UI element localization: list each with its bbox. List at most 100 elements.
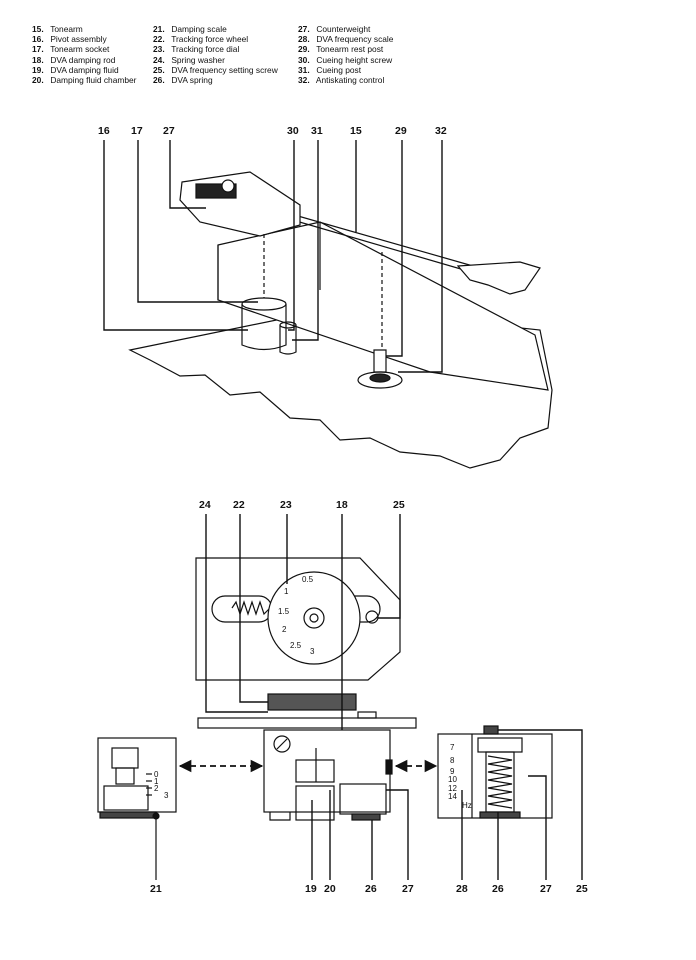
- legend-item: 29. Tonearm rest post: [298, 44, 393, 54]
- spring-washer: [197, 717, 417, 729]
- legend-number: 29.: [298, 44, 310, 55]
- dial-tick-label: 3: [310, 647, 315, 656]
- bottom-leader-lines: [311, 729, 583, 880]
- frequency-scale-label: 9: [450, 767, 455, 776]
- legend-label: Damping fluid chamber: [50, 75, 137, 86]
- top-leader-lines: [103, 140, 443, 373]
- legend-label: Cueing post: [316, 64, 362, 75]
- legend-item: 28. DVA frequency scale: [298, 34, 393, 44]
- legend-label: Cueing height screw: [316, 54, 393, 65]
- frequency-scale-label: 12: [448, 784, 457, 793]
- callout-28: 28: [456, 883, 468, 895]
- legend-label: DVA spring: [171, 75, 213, 86]
- headshell: [456, 261, 541, 295]
- dial-tick-label: 1: [284, 587, 289, 596]
- antiskating-control: [357, 371, 403, 389]
- callout-27: 27: [540, 883, 552, 895]
- callout-32: 32: [435, 125, 447, 137]
- legend-number: 24.: [153, 54, 165, 65]
- legend-label: Counterweight: [316, 24, 371, 34]
- legend-label: DVA frequency setting screw: [171, 64, 278, 75]
- legend-label: Pivot assembly: [50, 34, 107, 45]
- callout-29: 29: [395, 125, 407, 137]
- legend-item: 17. Tonearm socket: [32, 44, 136, 54]
- spring-zigzag: [231, 600, 271, 616]
- legend-column-1: 15. Tonearm 16. Pivot assembly 17. Tonea…: [32, 24, 136, 85]
- callout-25: 25: [576, 883, 588, 895]
- legend-label: Tracking force dial: [171, 44, 240, 55]
- tracking-force-view: [195, 557, 417, 729]
- legend-label: Tonearm socket: [50, 44, 110, 55]
- legend-label: Antiskating control: [315, 75, 385, 86]
- legend-item: 23. Tracking force dial: [153, 44, 278, 54]
- damping-scale-label: 1: [154, 777, 159, 786]
- legend-number: 30.: [298, 54, 310, 65]
- callout-22: 22: [233, 499, 245, 511]
- legend-label: Tracking force wheel: [171, 34, 249, 45]
- legend-number: 20.: [32, 75, 44, 86]
- damping-scale-label: 2: [154, 784, 159, 793]
- callout-15: 15: [350, 125, 362, 137]
- legend-item: 25. DVA frequency setting screw: [153, 65, 278, 75]
- legend-item: 30. Cueing height screw: [298, 55, 393, 65]
- callout-23: 23: [280, 499, 292, 511]
- frequency-scale-unit: [437, 725, 553, 819]
- legend-number: 25.: [153, 64, 165, 75]
- legend-number: 23.: [153, 44, 165, 55]
- legend-number: 27.: [298, 24, 310, 34]
- legend-column-3: 27. Counterweight 28. DVA frequency scal…: [298, 24, 393, 85]
- antiskating-knob: [369, 373, 391, 383]
- callout-31: 31: [311, 125, 323, 137]
- tonearm-assembly-view: [128, 171, 553, 469]
- legend-item: 21. Damping scale: [153, 24, 278, 34]
- callout-20: 20: [324, 883, 336, 895]
- damping-chamber: [241, 304, 287, 351]
- callout-25: 25: [393, 499, 405, 511]
- dial-tick-label: 0.5: [302, 575, 314, 584]
- dial-center: [303, 607, 325, 629]
- callout-26: 26: [492, 883, 504, 895]
- frequency-unit-label: Hz: [462, 801, 472, 810]
- legend-number: 15.: [32, 24, 44, 34]
- legend-item: 27. Counterweight: [298, 24, 393, 34]
- dial-hub: [309, 613, 319, 623]
- legend-number: 17.: [32, 44, 44, 55]
- dva-assembly: [263, 729, 393, 821]
- legend-label: Damping scale: [171, 24, 227, 34]
- legend-number: 26.: [153, 75, 165, 86]
- legend-item: 15. Tonearm: [32, 24, 136, 34]
- pivot-knob: [221, 179, 235, 193]
- frequency-scale-label: 8: [450, 756, 455, 765]
- dva-spring: [487, 755, 513, 809]
- legend-label: DVA damping fluid: [50, 64, 119, 75]
- legend-item: 26. DVA spring: [153, 75, 278, 85]
- callout-19: 19: [305, 883, 317, 895]
- legend-number: 32.: [298, 75, 310, 86]
- dial-tick-label: 2.5: [290, 641, 302, 650]
- callout-17: 17: [131, 125, 143, 137]
- legend-item: 18. DVA damping rod: [32, 55, 136, 65]
- legend-label: Tonearm rest post: [316, 44, 384, 55]
- frequency-scale-label: 7: [450, 743, 455, 752]
- legend-label: DVA damping rod: [50, 54, 116, 65]
- legend-label: Tonearm: [50, 24, 83, 34]
- legend-item: 19. DVA damping fluid: [32, 65, 136, 75]
- frequency-scale-label: 14: [448, 792, 457, 801]
- callout-30: 30: [287, 125, 299, 137]
- legend-label: Spring washer: [171, 54, 225, 65]
- legend-number: 22.: [153, 34, 165, 45]
- callout-18: 18: [336, 499, 348, 511]
- frequency-screw: [365, 610, 379, 624]
- damping-scale-label: 0: [154, 770, 159, 779]
- mid-leader-lines: [205, 514, 401, 775]
- legend-item: 24. Spring washer: [153, 55, 278, 65]
- callout-27: 27: [163, 125, 175, 137]
- dial-tick-label: 1.5: [278, 607, 290, 616]
- callout-16: 16: [98, 125, 110, 137]
- cueing-post-body: [279, 325, 297, 355]
- legend-number: 16.: [32, 34, 44, 45]
- callout-27: 27: [402, 883, 414, 895]
- frequency-screw-head: [357, 711, 377, 719]
- tracking-force-wheel: [267, 693, 357, 711]
